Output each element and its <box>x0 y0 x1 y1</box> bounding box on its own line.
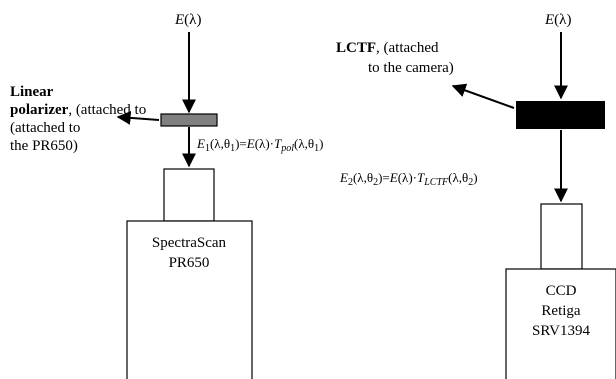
pr650-label-line1: SpectraScan <box>152 235 227 251</box>
lctf-label-line1: LCTF, (attached <box>336 40 439 56</box>
polarizer-pointer-arrow <box>116 110 160 125</box>
ccd-label-line2: Retiga <box>541 303 580 319</box>
lctf-filter <box>516 101 605 129</box>
lctf-pointer-arrow <box>451 83 515 109</box>
ccd-camera-lens <box>540 203 583 270</box>
right-source-label: E(λ) <box>544 12 571 28</box>
pr650-label-line2: PR650 <box>169 255 210 271</box>
pr650-optic-head <box>163 168 215 222</box>
left-equation: E1(λ,θ1)=E(λ)·Tpol(λ,θ1) <box>196 136 323 154</box>
polarizer-label-line4: the PR650) <box>10 138 78 154</box>
right-equation: E2(λ,θ2)=E(λ)·TLCTF(λ,θ2) <box>339 170 478 188</box>
polarizer-label-line1: Linear <box>10 84 54 100</box>
ccd-label-line3: SRV1394 <box>532 323 590 339</box>
left-source-label: E(λ) <box>174 12 201 28</box>
polarizer-label-line3: (attached to <box>10 120 80 136</box>
ccd-label-line1: CCD <box>546 283 577 299</box>
ccd-camera-body <box>505 268 616 379</box>
polarizer-label-line2: polarizer, (attached to <box>10 102 146 118</box>
pr650-body <box>126 220 253 379</box>
lctf-label-line2: to the camera) <box>368 60 454 76</box>
linear-polarizer-filter <box>160 113 218 127</box>
